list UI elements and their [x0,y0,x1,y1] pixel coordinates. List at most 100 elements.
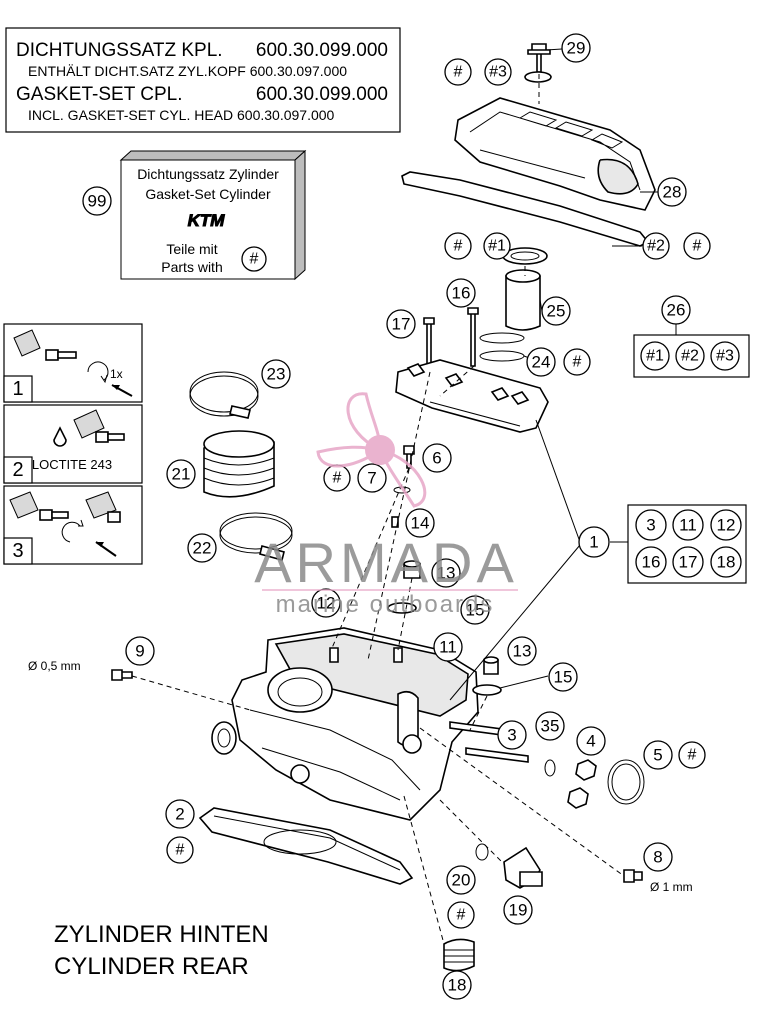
callout-5-label: 5 [653,746,662,765]
callout-3-label: 3 [507,726,516,745]
callout-hash-label: # [454,238,463,255]
assembly-lines [131,74,625,945]
title-line2: CYLINDER REAR [54,953,249,980]
set1-item-17-circle [672,546,704,578]
o-ring-24b-drawing [479,350,525,362]
callout-22-label: 22 [193,539,212,558]
set1-item-3: 3 [635,509,667,541]
callout-2-circle [165,799,195,829]
callout-22-circle [187,533,217,563]
callout-13-circle [431,558,461,588]
callout-hash-circle [447,901,475,929]
callout-24-label: 24 [532,353,551,372]
drop-icon [53,426,67,447]
callout-23-circle [261,359,291,389]
callout-19-label: 19 [509,901,528,920]
callout-21-circle [166,459,196,489]
callout-21: 21 [166,459,196,489]
callout-7: 7 [357,463,387,493]
package-hash-circle [241,246,267,272]
callout-35-circle [535,711,565,741]
set1-item-17: 17 [672,546,704,578]
kit-line2: ENTHÄLT DICHT.SATZ ZYL.KOPF 600.30.097.0… [28,63,347,79]
callout-11: 11 [433,632,463,662]
callout-8-circle [643,842,673,872]
callout-99-circle [82,186,112,216]
callout-hash-circle [444,232,472,260]
callout-18-circle [442,970,472,1000]
callout-3-circle [497,720,527,750]
nut-4a-drawing [575,759,597,781]
stud-3b-drawing [465,747,529,763]
package-top-face [119,150,307,161]
package-line2: Gasket-Set Cylinder [145,186,271,202]
callout-20: 20 [446,865,476,895]
callout-15: 15 [460,595,490,625]
nut-4b-drawing [567,787,589,809]
callout-26-label: 26 [667,301,686,320]
callout-hash: # [444,58,472,86]
callout-hash2-circle [642,232,670,260]
bolt-step3-icon [9,491,121,557]
set26-item-hash2-label: #2 [681,348,699,365]
kit-box-frame [5,27,401,133]
kit-info-box: DICHTUNGSSATZ KPL. 600.30.099.000 ENTHÄL… [5,27,401,133]
callout-hash-label: # [693,238,702,255]
set26-item-hash2-circle [675,341,705,371]
package-side-face [294,149,306,281]
callout-3: 3 [497,720,527,750]
small-parts-group [111,445,645,972]
callout-23: 23 [261,359,291,389]
callout-24: 24 [526,347,556,377]
callout-15-circle [460,595,490,625]
set1-item-12-circle [710,509,742,541]
callout-hash: # [323,464,351,492]
armada-watermark: ARMADA marine outboards [254,392,518,618]
callout-hash-label: # [333,470,342,487]
callout-hash-label: # [573,354,582,371]
callout-hash1-label: #1 [488,238,506,255]
callout-8-label: 8 [653,848,662,867]
callout-12-label: 12 [317,594,336,613]
set1-item-11: 11 [672,509,704,541]
callout-15-label: 15 [554,668,573,687]
legend-step2-number: 2 [12,459,23,481]
callout-28-circle [657,177,687,207]
callout-hash3-circle [484,58,512,86]
seal-20-drawing [475,843,489,861]
title-line1: ZYLINDER HINTEN [54,921,269,948]
jet-8-drawing [623,869,643,883]
propeller-logo [316,392,427,508]
callout-hash-circle [683,232,711,260]
callout-11-label: 11 [439,638,457,657]
callout-25-label: 25 [547,302,566,321]
callout-28: 28 [657,177,687,207]
callout-hash-label: # [176,842,185,859]
callout-26: 26 [661,295,691,325]
callout-15: 15 [548,662,578,692]
callout-15-circle [548,662,578,692]
procedure-legend: 1 2 3 1x LOCTITE 243 [3,323,143,565]
set1-item-18-circle [710,546,742,578]
callout-hash-circle [444,58,472,86]
callout-13: 13 [431,558,461,588]
callout-4-circle [576,726,606,756]
callout-hash-label: # [457,907,466,924]
package-line1: Dichtungssatz Zylinder [137,166,279,182]
callout-26-circle [661,295,691,325]
set26-item-hash1: #1 [640,341,670,371]
intake-port-drawing [267,667,333,713]
legend-step3-number: 3 [12,540,23,562]
callout-hash: # [563,348,591,376]
bolt-step1-icon [13,329,133,397]
o-ring-5-drawing [607,759,645,805]
gasket-set-package: Dichtungssatz Zylinder Gasket-Set Cylind… [82,149,307,281]
set1-item-16-label: 16 [642,553,661,572]
callout-35: 35 [535,711,565,741]
callout-6-label: 6 [432,449,441,468]
callout-18: 18 [442,970,472,1000]
dim-05-label: Ø 0,5 mm [28,659,81,673]
clamp-23-drawing [189,371,259,413]
